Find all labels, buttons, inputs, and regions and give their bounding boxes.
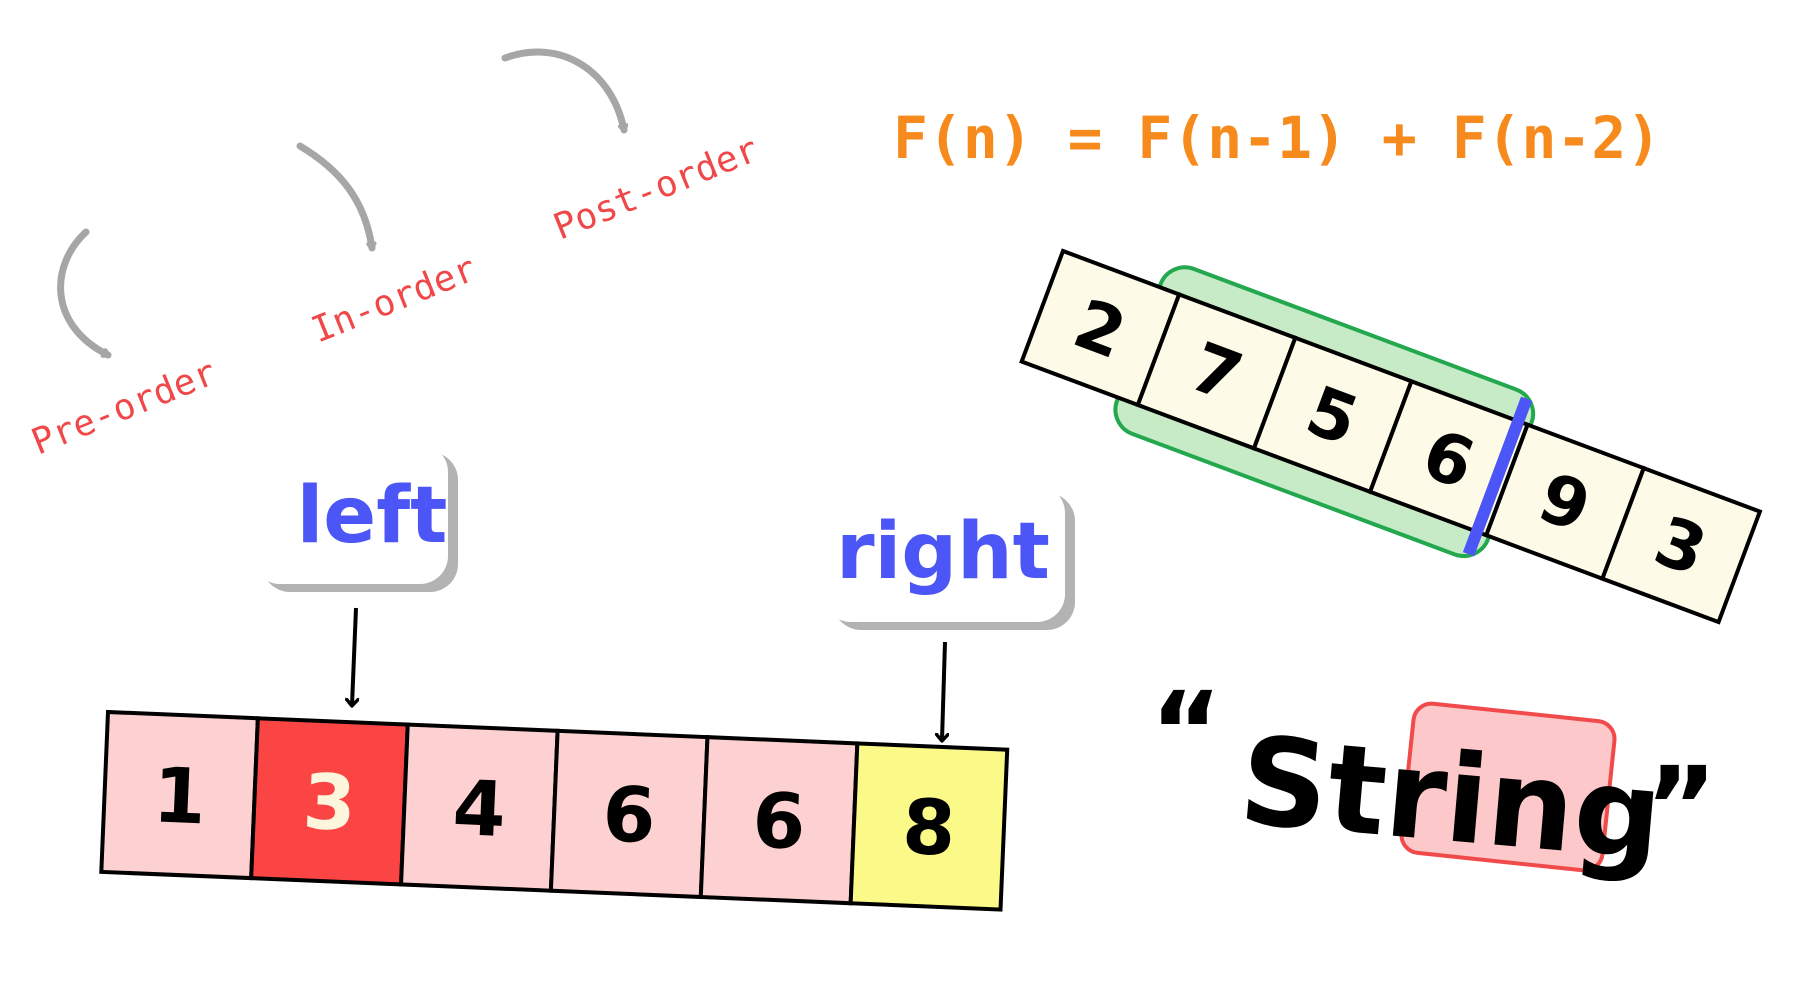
two-pointer-cell-value: 8 <box>901 782 958 873</box>
in-order-label: In-order <box>306 248 482 351</box>
left-pointer-label: left <box>297 471 448 561</box>
string-demo: “ String ” <box>1150 668 1717 888</box>
two-pointer-diagram: left right 1 3 4 6 6 8 <box>99 444 1075 912</box>
right-pointer-card: right <box>823 485 1075 630</box>
close-quote: ” <box>1645 743 1717 871</box>
open-quote: “ <box>1150 668 1222 796</box>
fibonacci-formula: F(n) = F(n-1) + F(n-2) <box>893 104 1661 172</box>
post-order-label: Post-order <box>548 129 764 248</box>
in-order-arrow-icon <box>296 142 372 252</box>
two-pointer-cell: 1 <box>99 709 260 881</box>
sliding-window-cell: 9 <box>1483 422 1647 582</box>
two-pointer-cell: 4 <box>398 722 560 893</box>
two-pointer-cell: 6 <box>698 735 860 906</box>
left-pointer-arrow-icon <box>352 607 356 705</box>
left-pointer-card: left <box>252 444 458 592</box>
two-pointer-cell-value: 1 <box>151 750 208 841</box>
two-pointer-cell-value: 3 <box>301 757 358 848</box>
sliding-window-cell: 7 <box>1135 291 1298 451</box>
window-divider <box>1462 396 1533 557</box>
pre-order-arrow-icon <box>57 228 112 359</box>
string-highlight-box <box>1399 701 1617 873</box>
pre-order-label: Pre-order <box>26 352 222 463</box>
string-highlight: ing <box>1440 727 1668 887</box>
two-pointer-array: 1 3 4 6 6 8 <box>99 709 1010 912</box>
sliding-window-cell: 2 <box>1019 248 1182 408</box>
two-pointer-cell: 6 <box>548 728 710 900</box>
right-pointer-label: right <box>836 507 1050 597</box>
string-prefix: Str <box>1234 709 1452 868</box>
sliding-window-cell: 3 <box>1599 465 1763 625</box>
string-word: String <box>1234 709 1667 887</box>
post-order-arrow-icon <box>501 48 624 134</box>
two-pointer-cell: 8 <box>848 741 1010 912</box>
right-pointer-arrow-icon <box>942 641 945 740</box>
two-pointer-cell: 3 <box>249 716 410 887</box>
two-pointer-cell-box <box>848 741 1010 912</box>
sliding-window-cell-box <box>1599 465 1763 625</box>
two-pointer-cell-value: 6 <box>601 769 658 860</box>
traversal-group: Pre-order In-order Post-order <box>26 48 764 463</box>
two-pointer-cell-value: 6 <box>751 775 808 866</box>
two-pointer-cell-value: 4 <box>451 763 508 854</box>
